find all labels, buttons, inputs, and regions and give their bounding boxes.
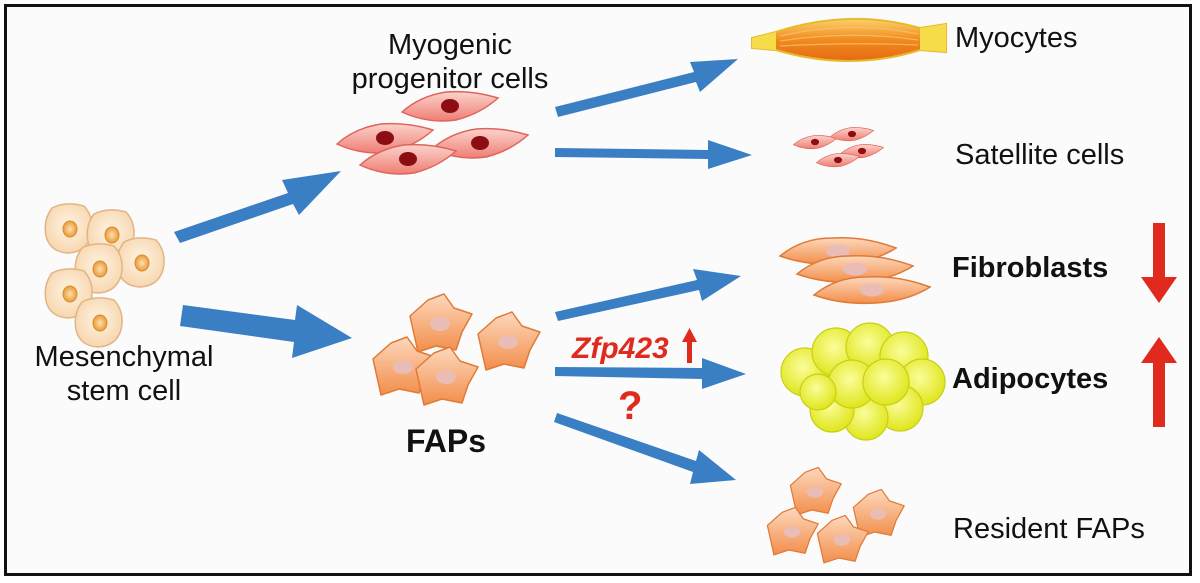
resident-fap-cells (766, 466, 905, 564)
myocytes-label: Myocytes (955, 22, 1078, 54)
mesenchymal-stem-cell-label: Mesenchymal stem cell (8, 340, 240, 408)
mesenchymal-stem-cells (44, 203, 165, 348)
faps-label: FAPs (406, 423, 487, 459)
msc-label-line2: stem cell (66, 375, 182, 407)
fibroblast-cells (779, 236, 931, 305)
myogenic-progenitor-label: Myogenic progenitor cells (338, 28, 562, 96)
myogenic-label-line2: progenitor cells (351, 63, 549, 95)
gene-up-arrow (682, 328, 697, 363)
satellite-cells-label: Satellite cells (955, 139, 1125, 171)
fibroblasts-label: Fibroblasts (952, 252, 1109, 284)
arrow-myogenic-to-satellite (555, 140, 752, 169)
gene-label: Zfp423 (572, 332, 669, 365)
arrow-faps-to-adipocytes (555, 358, 746, 389)
myocyte-muscle-fiber (751, 17, 947, 62)
arrow-faps-to-resident (554, 413, 736, 484)
adipocytes-label: Adipocytes (952, 363, 1109, 395)
arrow-faps-to-fibroblasts (555, 269, 741, 321)
myogenic-progenitor-cells (336, 90, 529, 175)
satellite-cells (793, 127, 884, 168)
msc-label-line1: Mesenchymal (34, 341, 214, 373)
fibroblasts-down-arrow (1141, 223, 1177, 303)
myogenic-label-line1: Myogenic (387, 29, 513, 61)
fap-cells (372, 293, 541, 406)
flow-arrows (174, 59, 752, 484)
arrow-msc-to-myogenic (174, 171, 341, 243)
arrow-msc-to-faps (180, 305, 352, 358)
unknown-mechanism-label: ? (618, 384, 643, 428)
resident-faps-label: Resident FAPs (953, 513, 1145, 545)
adipocytes-up-arrow (1141, 337, 1177, 427)
adipocyte-cluster (780, 322, 946, 441)
arrow-myogenic-to-myocytes (555, 59, 738, 117)
